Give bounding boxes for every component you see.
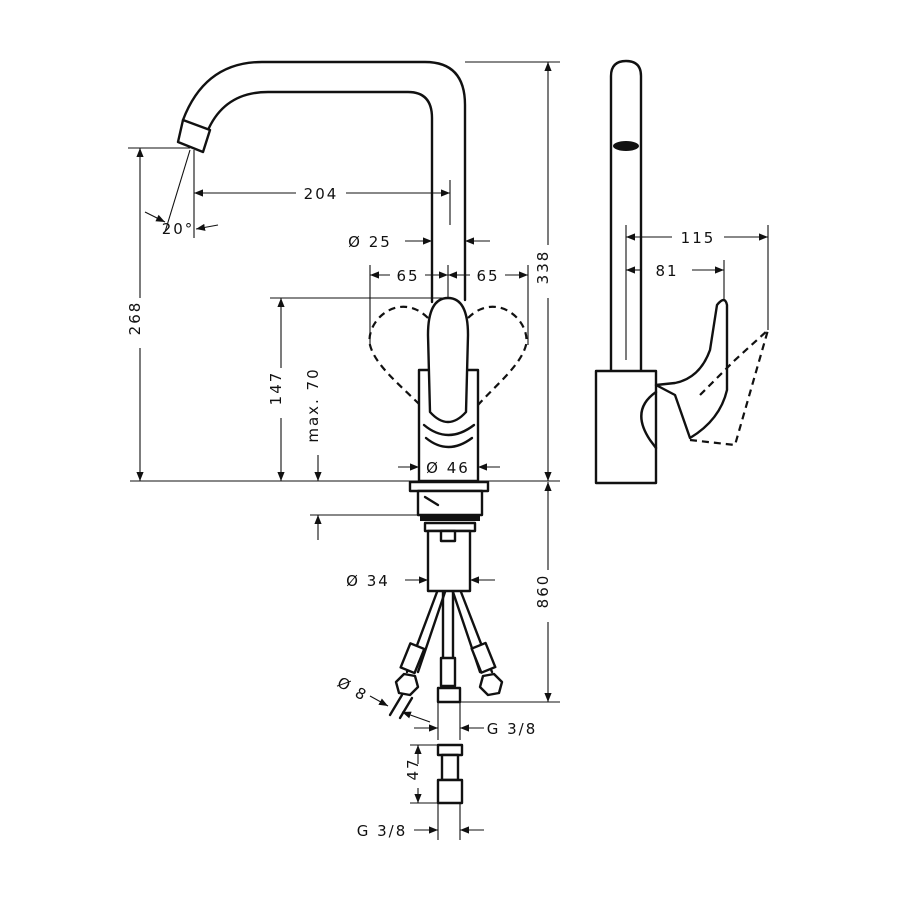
front-view: 204 20° Ø 25 65 65 338 268 147 max. 70 Ø… [126,60,560,840]
dim-hose-length: 860 [534,574,552,609]
lever-right-dashed [467,305,528,406]
hex-nut-middle [436,686,462,704]
dim-hose-diameter: Ø 8 [334,673,371,705]
dim-pipe-diameter: Ø 25 [348,233,392,251]
side-body [594,369,658,485]
hose-fitting-middle [439,656,457,688]
adapter-bottom [436,778,464,805]
dim-total-height: 338 [534,250,552,285]
side-lever-dashed [689,326,771,447]
spout-inner [206,90,434,304]
side-aerator [613,141,639,151]
adapter-mid [440,753,460,782]
dim-lever-reach: 81 [655,262,678,280]
hose-fitting-left [399,642,426,675]
dim-adapter-length: 47 [404,757,422,780]
dim-lever-swing-left: 65 [396,267,419,285]
hose-fitting-right [470,641,497,674]
dim-spout-reach: 204 [304,185,339,203]
side-lever-base [640,390,658,450]
side-view: 115 81 [594,59,771,485]
spout-outer [181,60,467,302]
dim-lever-reach-open: 115 [681,229,716,247]
dim-hose-thread: G 3/8 [487,720,538,738]
dimension-lines [128,61,560,840]
mount-nut [416,489,484,517]
dim-body-diameter: Ø 46 [426,459,470,477]
aerator-nozzle [176,118,212,154]
lever [426,296,470,424]
side-lever [654,298,729,440]
dim-outlet-height: 268 [126,301,144,336]
hex-nut-right [478,672,504,697]
side-spout [609,59,643,372]
dim-lever-swing-right: 65 [476,267,499,285]
dim-spout-angle: 20° [162,220,195,238]
mount-ring [420,515,480,521]
dim-lever-height: 147 [267,371,285,406]
dim-shank-diameter: Ø 34 [346,572,390,590]
dim-adapter-thread: G 3/8 [357,822,408,840]
hex-nut-left [394,672,420,697]
mount-detail [423,495,440,507]
adapter-top [436,743,464,757]
dim-max-deck-thickness: max. 70 [304,367,322,442]
shank-nut [439,529,457,543]
deck-plate [408,480,490,493]
lever-base-curve [422,423,476,449]
